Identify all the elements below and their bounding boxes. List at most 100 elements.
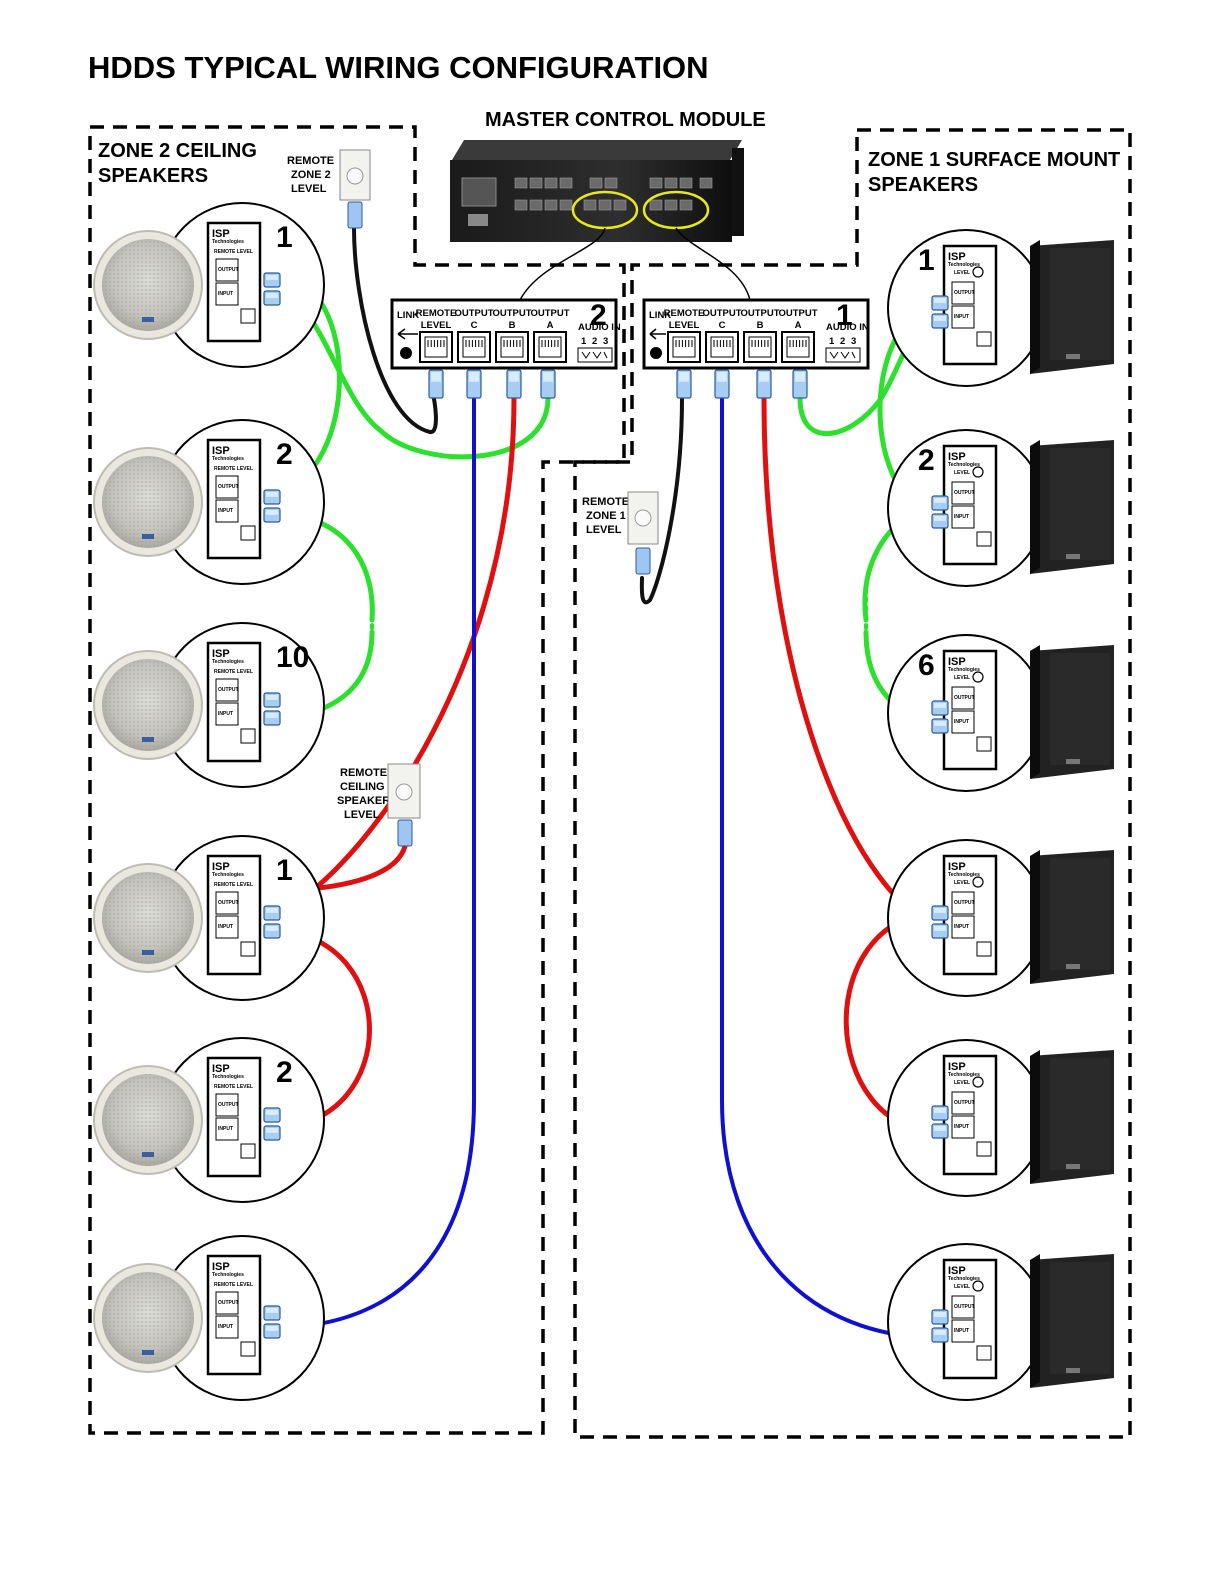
wire-green-a-to-left1: [275, 287, 551, 460]
rj45-plug: [931, 295, 949, 311]
remote-zone2-level[interactable]: REMOTE ZONE 2 LEVEL: [287, 149, 371, 229]
volume-knob-icon: [346, 167, 364, 185]
rj45-plug: [263, 923, 281, 939]
rj45-plug: [931, 718, 949, 734]
svg-text:ZONE 2 CEILING: ZONE 2 CEILING: [98, 140, 257, 162]
svg-text:Technologies: Technologies: [948, 1072, 980, 1078]
zone1-boundary: [573, 128, 1132, 1439]
svg-text:ISP: ISP: [948, 656, 966, 668]
svg-text:REMOTE LEVEL: REMOTE LEVEL: [214, 1084, 253, 1090]
level-knob-icon: [972, 1076, 984, 1088]
rj45-plug: [931, 513, 949, 529]
svg-text:ISP: ISP: [212, 1063, 230, 1075]
svg-text:ISP: ISP: [948, 1061, 966, 1073]
svg-text:LEVEL: LEVEL: [421, 320, 452, 331]
rj45-plug: [931, 313, 949, 329]
rj45-plug: [263, 692, 281, 708]
rj45-plug: [263, 1323, 281, 1339]
svg-text:INPUT: INPUT: [218, 1324, 233, 1330]
rj45-plug: [540, 369, 556, 399]
rj45-plug: [931, 1105, 949, 1121]
svg-text:OUTPUT: OUTPUT: [454, 308, 493, 319]
svg-text:SPEAKERS: SPEAKERS: [868, 174, 978, 196]
svg-text:LEVEL: LEVEL: [954, 470, 970, 476]
speaker-number: 2: [276, 1056, 293, 1089]
rj45-plug: [676, 369, 692, 399]
rj45-plug: [931, 923, 949, 939]
rj45-plug: [263, 507, 281, 523]
svg-text:Technologies: Technologies: [948, 262, 980, 268]
wire-black-zone1-remote: [639, 396, 684, 605]
svg-text:SPEAKERS: SPEAKERS: [98, 165, 208, 187]
wire-blue-c-to-right6: [720, 396, 942, 1340]
svg-text:REMOTE: REMOTE: [582, 496, 629, 508]
svg-text:OUTPUT: OUTPUT: [530, 308, 569, 319]
remote-ceiling-speaker-level[interactable]: REMOTE CEILING SPEAKER LEVEL: [337, 763, 421, 847]
svg-text:ISP: ISP: [948, 451, 966, 463]
rj45-plug: [263, 710, 281, 726]
svg-text:OUTPUT: OUTPUT: [218, 484, 239, 490]
master-control-label: MASTER CONTROL MODULE: [485, 109, 766, 131]
speaker-number: 2: [918, 444, 935, 477]
svg-text:ZONE 1 SURFACE MOUNT: ZONE 1 SURFACE MOUNT: [868, 149, 1120, 171]
svg-text:Technologies: Technologies: [212, 1272, 244, 1278]
svg-text:INPUT: INPUT: [954, 514, 969, 520]
svg-text:OUTPUT: OUTPUT: [954, 1304, 975, 1310]
speaker-number: 6: [918, 649, 935, 682]
svg-text:OUTPUT: OUTPUT: [954, 900, 975, 906]
level-knob-icon: [972, 671, 984, 683]
panel-plugs: [428, 369, 808, 399]
speaker-number: 1: [276, 854, 293, 887]
svg-text:REMOTE: REMOTE: [416, 308, 457, 319]
rj45-plug: [466, 369, 482, 399]
svg-text:LINK: LINK: [649, 310, 671, 321]
zone1-label: ZONE 1 SURFACE MOUNT SPEAKERS: [868, 149, 1120, 196]
svg-text:LEVEL: LEVEL: [954, 1080, 970, 1086]
svg-text:1: 1: [829, 336, 835, 347]
page-title: HDDS TYPICAL WIRING CONFIGURATION: [88, 50, 709, 85]
wire-black-zone2-remote: [352, 226, 438, 434]
rj45-plug: [263, 1125, 281, 1141]
svg-text:REMOTE LEVEL: REMOTE LEVEL: [214, 466, 253, 472]
svg-text:OUTPUT: OUTPUT: [218, 687, 239, 693]
svg-text:INPUT: INPUT: [218, 711, 233, 717]
svg-text:3: 3: [603, 336, 608, 347]
zone1-input-panel: 1 LINK REMOTELEVELOUTPUTCOUTPUTBOUTPUTA …: [642, 298, 870, 370]
svg-text:REMOTE LEVEL: REMOTE LEVEL: [214, 882, 253, 888]
svg-text:INPUT: INPUT: [218, 508, 233, 514]
svg-text:REMOTE LEVEL: REMOTE LEVEL: [214, 249, 253, 255]
svg-text:OUTPUT: OUTPUT: [954, 695, 975, 701]
svg-text:C: C: [471, 320, 478, 331]
remote-zone1-level[interactable]: REMOTE ZONE 1 LEVEL: [582, 491, 659, 575]
zone2-label: ZONE 2 CEILING SPEAKERS: [98, 140, 257, 187]
svg-text:Technologies: Technologies: [948, 462, 980, 468]
rj45-plug: [506, 369, 522, 399]
svg-text:B: B: [509, 320, 516, 331]
svg-text:LEVEL: LEVEL: [954, 675, 970, 681]
svg-text:Technologies: Technologies: [212, 1074, 244, 1080]
svg-text:REMOTE: REMOTE: [340, 767, 387, 779]
rj45-plug: [792, 369, 808, 399]
svg-text:ISP: ISP: [212, 861, 230, 873]
rj45-plug: [931, 1309, 949, 1325]
svg-text:OUTPUT: OUTPUT: [218, 900, 239, 906]
rj45-plug: [428, 369, 444, 399]
svg-text:INPUT: INPUT: [954, 719, 969, 725]
rj45-plug: [263, 905, 281, 921]
svg-text:ISP: ISP: [948, 1265, 966, 1277]
svg-text:B: B: [757, 320, 764, 331]
